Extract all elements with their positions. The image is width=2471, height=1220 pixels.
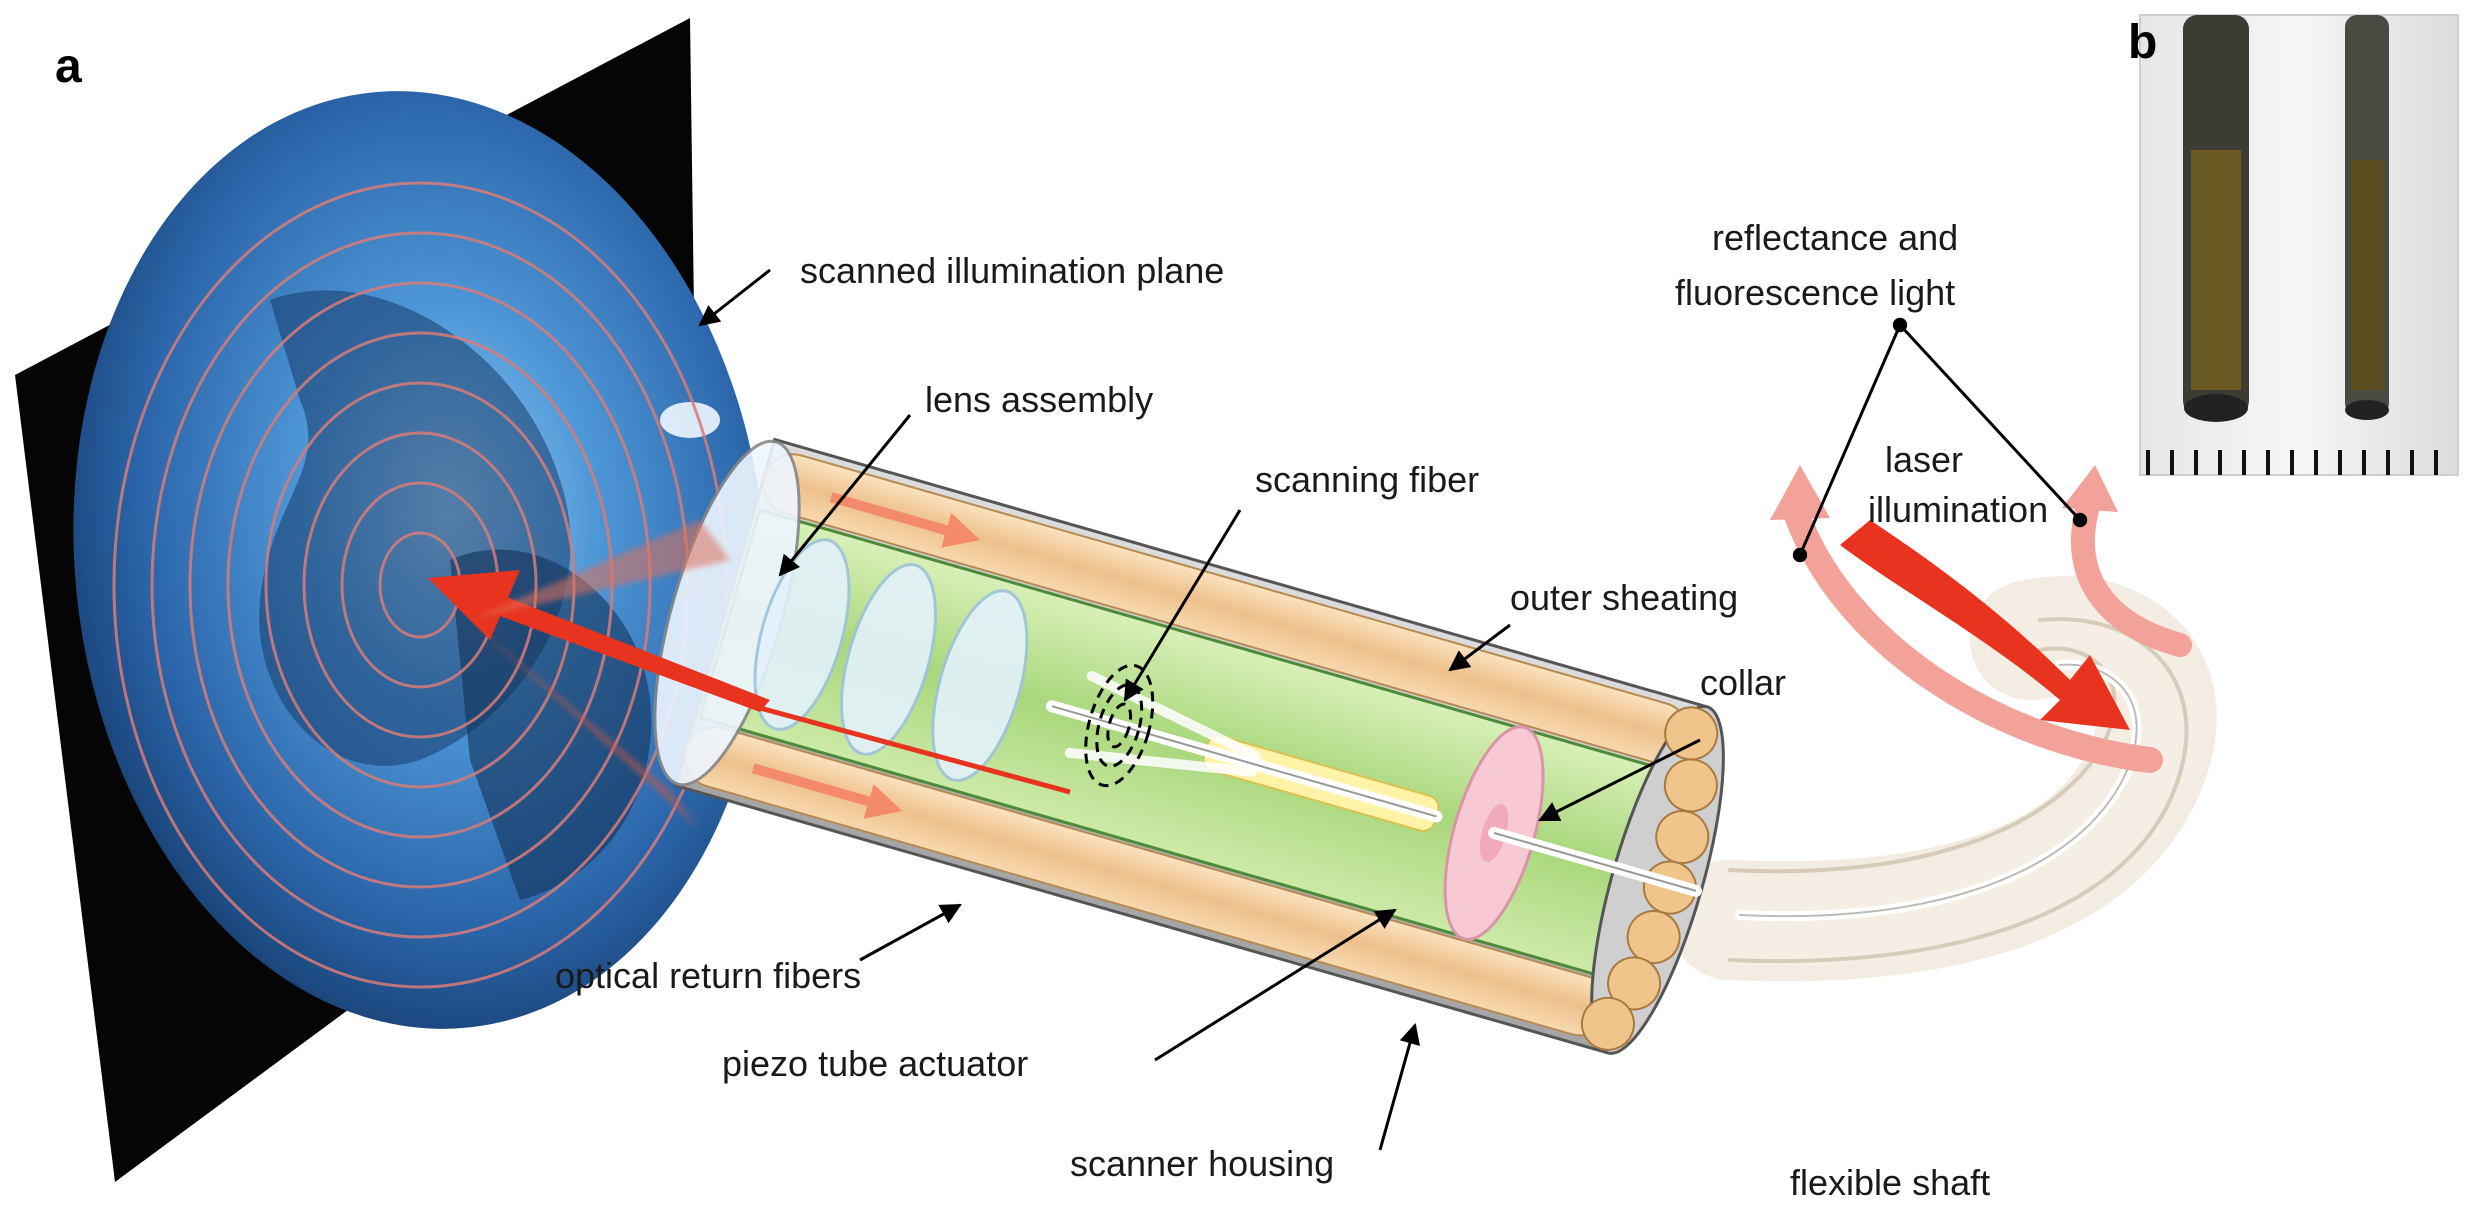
labels: a b scanned illumination plane lens asse… (55, 16, 2157, 1203)
laser-illumination-arrow (1840, 520, 2130, 730)
probe-photo (2139, 14, 2459, 476)
fiber-scan-path (1084, 663, 1155, 788)
label-scanned-illumination-plane: scanned illumination plane (800, 250, 1224, 291)
label-laser-line2: illumination (1868, 489, 2048, 530)
label-optical-return-fibers: optical return fibers (555, 955, 861, 996)
return-light-cones (470, 520, 730, 830)
laser-beam (428, 570, 1071, 795)
label-flexible-shaft: flexible shaft (1790, 1162, 1990, 1203)
label-piezo-tube-actuator: piezo tube actuator (722, 1043, 1028, 1084)
scale-ruler (2146, 450, 2438, 475)
label-outer-sheating: outer sheating (1510, 577, 1738, 618)
label-reflectance-line2: fluorescence light (1675, 272, 1955, 313)
label-reflectance-line1: reflectance and (1712, 217, 1958, 258)
leader-lines (698, 268, 2088, 1151)
panel-label-b: b (2128, 16, 2157, 69)
scanned-illumination-plane (15, 18, 767, 1182)
lens-assembly-group (753, 538, 1029, 782)
panel-label-a: a (55, 40, 82, 93)
label-scanning-fiber: scanning fiber (1255, 459, 1479, 500)
label-lens-assembly: lens assembly (925, 379, 1153, 420)
label-collar: collar (1700, 662, 1786, 703)
flexible-shaft (1670, 576, 2217, 982)
label-scanner-housing: scanner housing (1070, 1143, 1334, 1184)
scanner-cylinder (653, 437, 1725, 1055)
label-laser-line1: laser (1885, 439, 1963, 480)
